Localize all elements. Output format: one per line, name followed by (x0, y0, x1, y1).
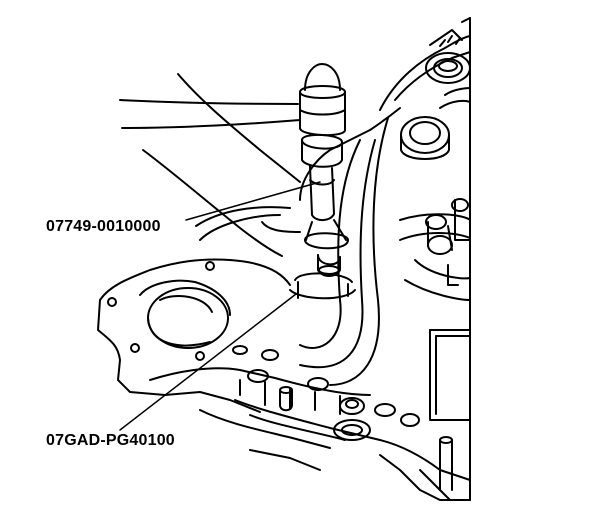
transmission-case (97, 17, 471, 501)
leader-lines (119, 181, 321, 431)
callout-label-attachment: 07GAD-PG40100 (46, 432, 175, 449)
driver-tool (119, 63, 356, 300)
callout-label-driver: 07749-0010000 (46, 218, 161, 235)
leader-line-bottom (119, 293, 297, 431)
leader-line-top (185, 181, 321, 221)
